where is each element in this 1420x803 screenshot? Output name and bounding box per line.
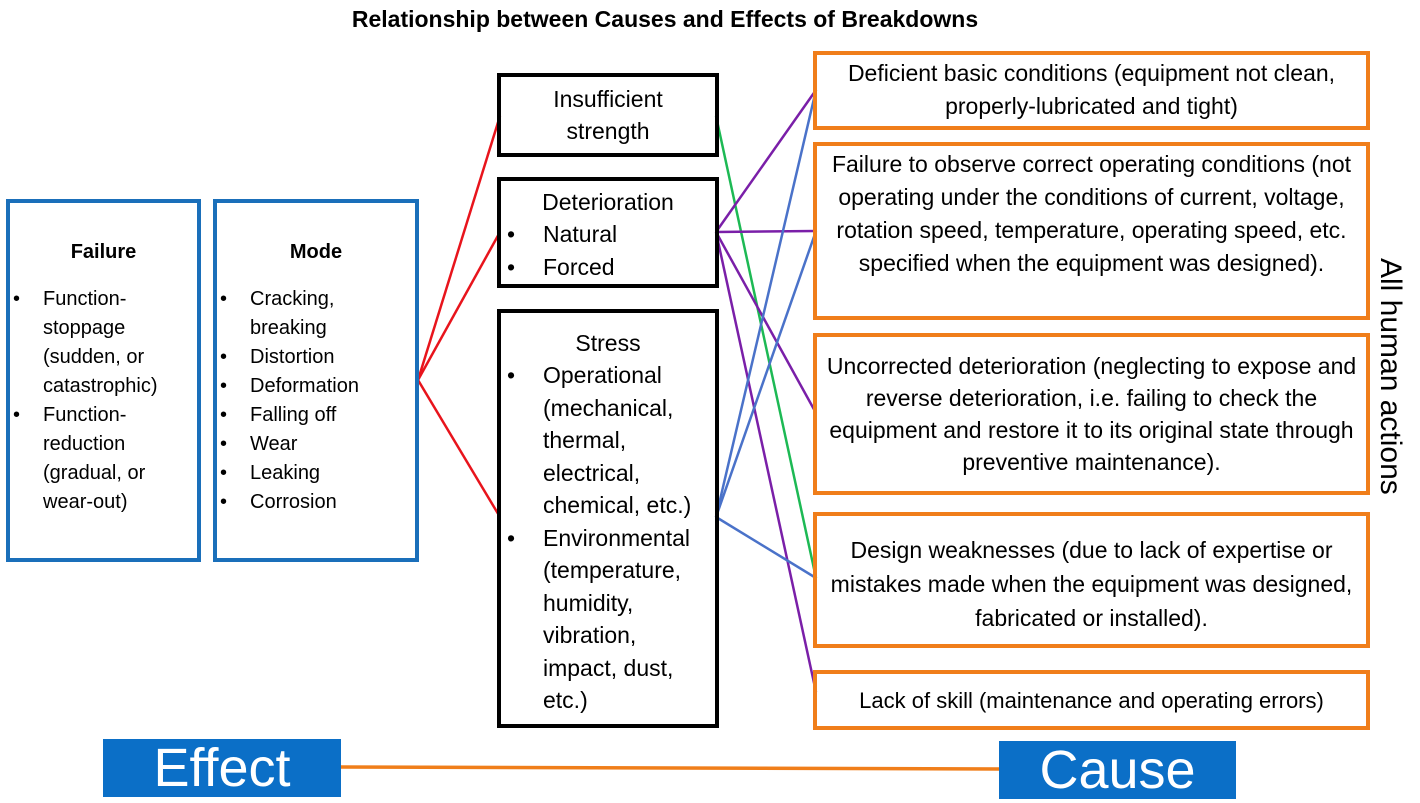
link-deterioration-basic	[714, 89, 818, 233]
list-item: Function-reduction (gradual, or wear-out…	[10, 401, 191, 517]
all-human-actions-label: All human actions	[1374, 258, 1407, 495]
list-item: Cracking, breaking	[217, 285, 411, 343]
cause-text: Deficient basic conditions (equipment no…	[847, 60, 1336, 119]
link-stress-basic	[714, 89, 818, 518]
link-stress-design	[715, 515, 817, 580]
deterioration-list: Natural Forced	[501, 218, 715, 283]
link-stress-operating	[714, 230, 818, 518]
stress-header: Stress	[575, 330, 641, 356]
list-item: Deformation	[217, 372, 411, 401]
insufficient-strength-label: Insufficient strength	[553, 86, 663, 144]
cause-text: Lack of skill (maintenance and operating…	[859, 688, 1324, 713]
cause-text: Failure to observe correct operating con…	[831, 151, 1352, 276]
mode-header: Mode	[289, 241, 343, 263]
cause-text: Design weaknesses (due to lack of expert…	[830, 537, 1353, 631]
insufficient-strength-box: Insufficient strength	[497, 73, 719, 157]
link-deterioration-uncorrected	[714, 231, 818, 414]
cause-box-lack-of-skill: Lack of skill (maintenance and operating…	[813, 670, 1370, 730]
list-item: Natural	[501, 218, 715, 251]
cause-box-basic-conditions: Deficient basic conditions (equipment no…	[813, 51, 1370, 130]
deterioration-box: Deterioration Natural Forced	[497, 177, 719, 288]
cause-text: Uncorrected deterioration (neglecting to…	[826, 353, 1357, 475]
stress-box: Stress Operational (mechanical, thermal,…	[497, 309, 719, 728]
list-item: Falling off	[217, 401, 411, 430]
mode-box: Mode Cracking, breaking Distortion Defor…	[213, 199, 419, 562]
link-deterioration-skill	[714, 231, 818, 693]
list-item: Forced	[501, 251, 715, 284]
mode-list: Cracking, breaking Distortion Deformatio…	[217, 285, 415, 517]
list-item: Function-stoppage (sudden, or catastroph…	[10, 285, 191, 401]
list-item: Environmental (temperature, humidity, vi…	[501, 522, 709, 717]
stress-list: Operational (mechanical, thermal, electr…	[501, 359, 715, 717]
list-item: Corrosion	[217, 488, 411, 517]
list-item: Wear	[217, 430, 411, 459]
link-insufficient-design	[714, 115, 818, 579]
cause-box-design-weaknesses: Design weaknesses (due to lack of expert…	[813, 512, 1370, 648]
link-mode-stress	[416, 379, 502, 518]
diagram-title: Relationship between Causes and Effects …	[351, 6, 979, 32]
cause-label: Cause	[999, 741, 1236, 799]
effect-label: Effect	[103, 739, 341, 797]
link-deterioration-operating	[715, 229, 817, 234]
cause-box-uncorrected-deterioration: Uncorrected deterioration (neglecting to…	[813, 333, 1370, 495]
link-mode-insufficient	[416, 115, 502, 381]
failure-list: Function-stoppage (sudden, or catastroph…	[10, 285, 197, 517]
list-item: Distortion	[217, 343, 411, 372]
list-item: Operational (mechanical, thermal, electr…	[501, 359, 709, 522]
list-item: Leaking	[217, 459, 411, 488]
link-mode-deterioration	[416, 231, 502, 381]
failure-box: Failure Function-stoppage (sudden, or ca…	[6, 199, 201, 562]
cause-box-operating-conditions: Failure to observe correct operating con…	[813, 142, 1370, 320]
failure-header: Failure	[70, 241, 137, 263]
link-effect-cause	[339, 765, 1001, 771]
deterioration-header: Deterioration	[542, 189, 674, 215]
